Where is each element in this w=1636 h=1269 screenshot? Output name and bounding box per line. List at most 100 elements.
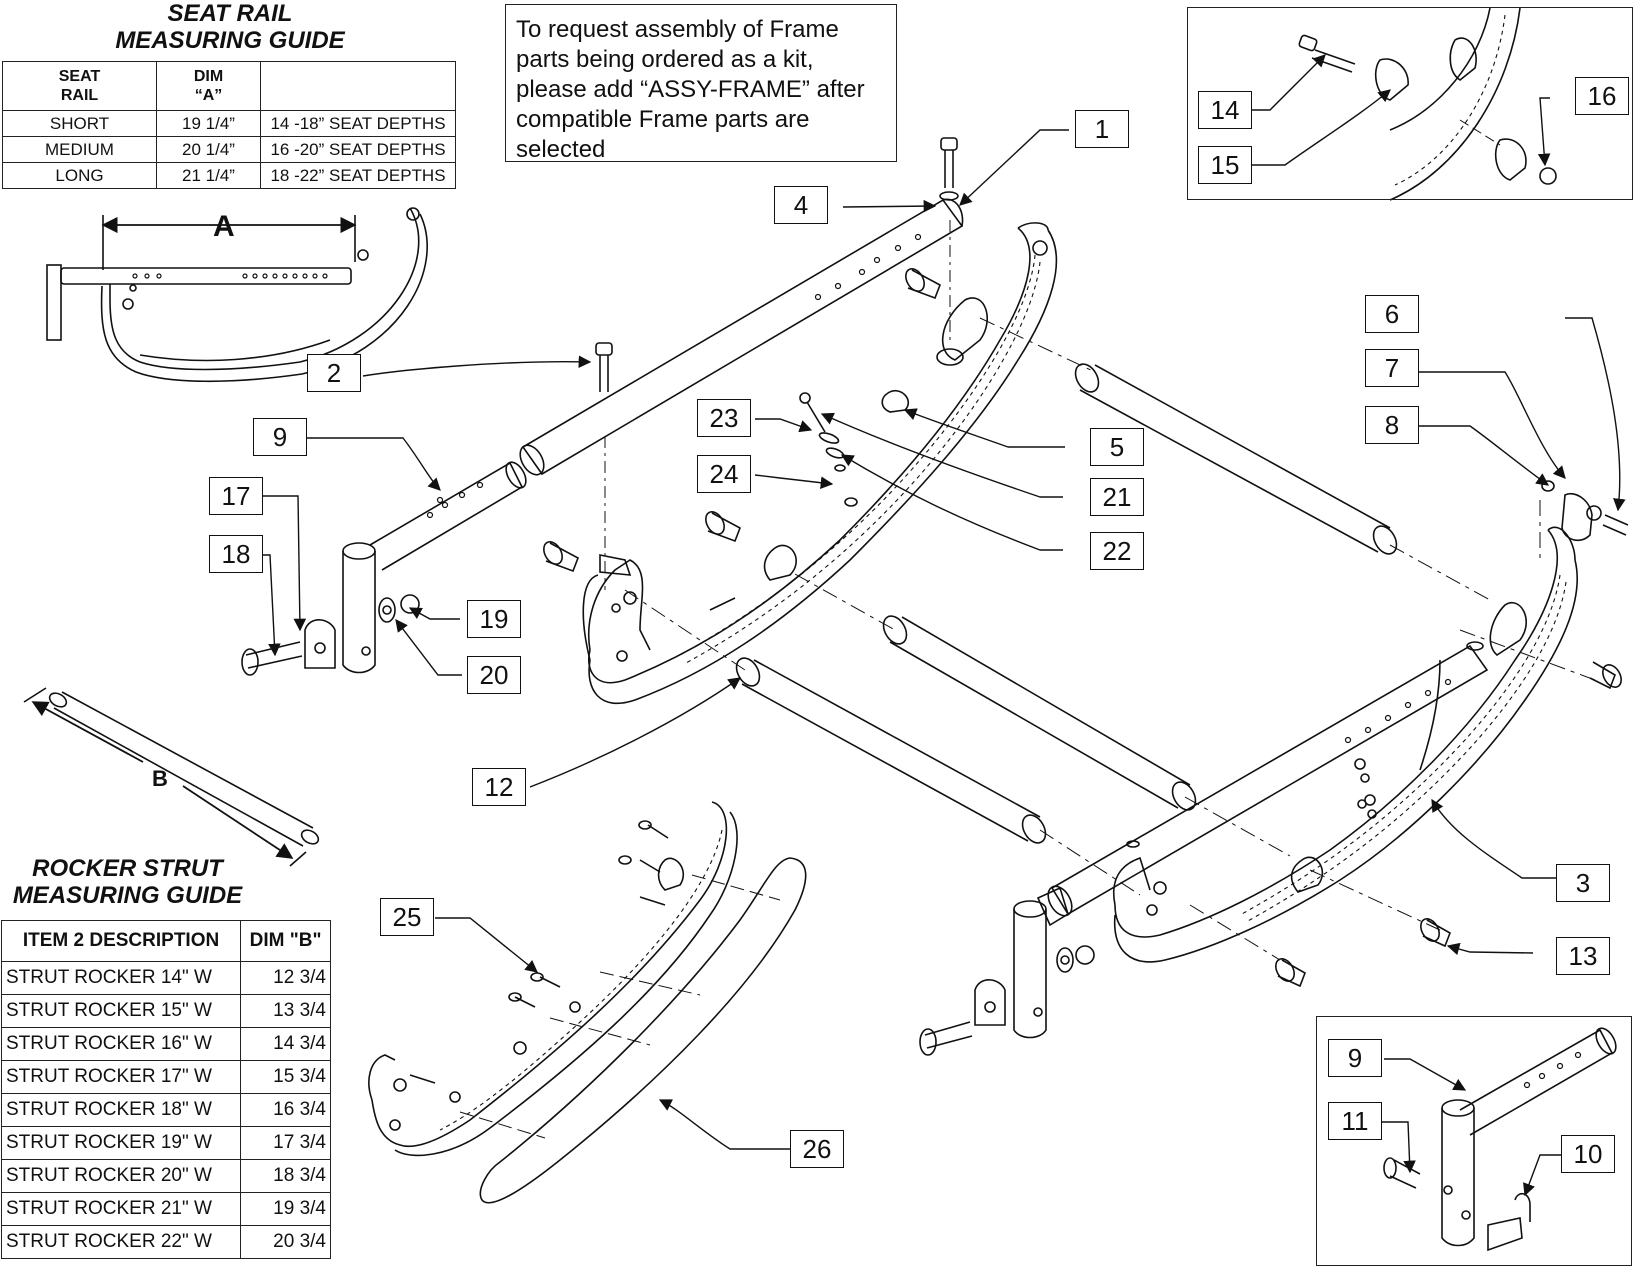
strut-dim-cell: 17 3/4 [240,1126,331,1160]
strut-dim-cell: 19 3/4 [240,1192,331,1226]
callout-20: 20 [467,656,521,694]
seat-table-header-rail: SEAT RAIL [2,61,157,111]
screw-item-13-left-low [543,541,580,573]
callout-26: 26 [790,1130,844,1168]
strut-dim-cell: 12 3/4 [240,961,331,995]
strut-table-header-desc: ITEM 2 DESCRIPTION [0,920,242,962]
dimension-a-label: A [213,210,235,243]
rocker-strut-guide-drawing [23,687,320,867]
strut-desc-cell: STRUT ROCKER 15" W [0,994,242,1028]
dimension-b-label: B [152,766,168,791]
seat-tube-lower [1036,641,1489,927]
strut-dim-cell: 14 3/4 [240,1027,331,1061]
seat-depth-cell: 18 -22” SEAT DEPTHS [260,162,456,189]
callout-6: 6 [1365,295,1419,333]
strut-desc-cell: STRUT ROCKER 20" W [0,1159,242,1193]
callout-9-inset: 9 [1328,1039,1382,1077]
rocker-assembly [368,801,807,1204]
callout-22: 22 [1090,532,1144,570]
strut-table-header-dim: DIM "B" [240,920,331,962]
seat-table-header-row: SEAT RAIL DIM“A” [2,61,456,111]
callout-16: 16 [1575,77,1629,115]
inset-box-top-right [1187,7,1633,200]
callout-12: 12 [472,768,526,806]
rocker-strut-guide-title-line2: MEASURING GUIDE [12,882,243,909]
strut-desc-cell: STRUT ROCKER 18" W [0,1093,242,1127]
callout-2: 2 [307,354,361,392]
rocker-strut-table: ITEM 2 DESCRIPTION DIM "B" STRUT ROCKER … [0,920,331,1259]
seat-rail-guide-title: SEAT RAIL MEASURING GUIDE [95,0,365,54]
callout-25: 25 [380,898,434,936]
screw-item-2 [595,342,613,392]
strut-desc-cell: STRUT ROCKER 22" W [0,1225,242,1259]
strut-dim-cell: 13 3/4 [240,994,331,1028]
seat-depth-cell: 16 -20” SEAT DEPTHS [260,136,456,163]
inset-parts-14-16 [1298,7,1557,201]
seat-rail-cell: SHORT [2,110,157,137]
cross-tube-front [735,657,1047,844]
strut-desc-cell: STRUT ROCKER 21" W [0,1192,242,1226]
screw-item-13-right [1275,661,1622,988]
callout-18: 18 [209,535,263,573]
seat-dim-cell: 20 1/4” [156,136,261,163]
seat-depth-cell: 14 -18” SEAT DEPTHS [260,110,456,137]
seat-table-header-rail-line2: RAIL [60,87,99,104]
parts-21-24 [799,392,858,507]
clamp-items-6-8 [1541,480,1629,542]
strut-dim-cell: 15 3/4 [240,1060,331,1094]
callout-21: 21 [1090,478,1144,516]
seat-table-header-rail-line1: SEAT [58,68,101,85]
callout-10: 10 [1561,1135,1615,1173]
strut-dim-cell: 18 3/4 [240,1159,331,1193]
strut-table-header-row: ITEM 2 DESCRIPTION DIM "B" [0,920,331,962]
cross-tube-back [1074,363,1398,555]
leader-lines [263,54,1626,1197]
seat-table-header-empty [260,61,456,111]
seat-rail-guide-title-line1: SEAT RAIL [167,0,293,27]
strut-desc-cell: STRUT ROCKER 19" W [0,1126,242,1160]
screw-item-13-left-top [905,268,942,300]
seat-rail-guide-title-line2: MEASURING GUIDE [115,27,345,54]
callout-5: 5 [1090,428,1144,466]
callout-11: 11 [1328,1102,1382,1140]
strut-desc-cell: STRUT ROCKER 16" W [0,1027,242,1061]
callout-9: 9 [253,418,307,456]
post-assembly-right [919,900,1095,1056]
side-frame-left [582,222,1058,705]
callout-13: 13 [1556,937,1610,975]
callout-4: 4 [774,186,828,224]
callout-8: 8 [1365,406,1419,444]
callout-3: 3 [1556,864,1610,902]
inset-box-bottom-right [1316,1016,1632,1266]
cross-tube-mid [882,615,1197,811]
strut-desc-cell: STRUT ROCKER 14" W [0,961,242,995]
seat-dim-cell: 19 1/4” [156,110,261,137]
screw-item-4 [939,137,959,201]
callout-15: 15 [1198,146,1252,184]
seat-dim-cell: 21 1/4” [156,162,261,189]
seat-table-header-dim: DIM“A” [156,61,261,111]
callout-19: 19 [467,600,521,638]
callout-17: 17 [209,477,263,515]
screw-item-13-left-mid [705,511,742,543]
callout-24: 24 [697,455,751,493]
seat-rail-cell: LONG [2,162,157,189]
callout-14: 14 [1198,91,1252,129]
seat-table-header-dim-line1: DIM [193,68,224,85]
post-assembly-left [241,461,527,676]
side-frame-right [1113,526,1579,963]
strut-dim-cell: 16 3/4 [240,1093,331,1127]
